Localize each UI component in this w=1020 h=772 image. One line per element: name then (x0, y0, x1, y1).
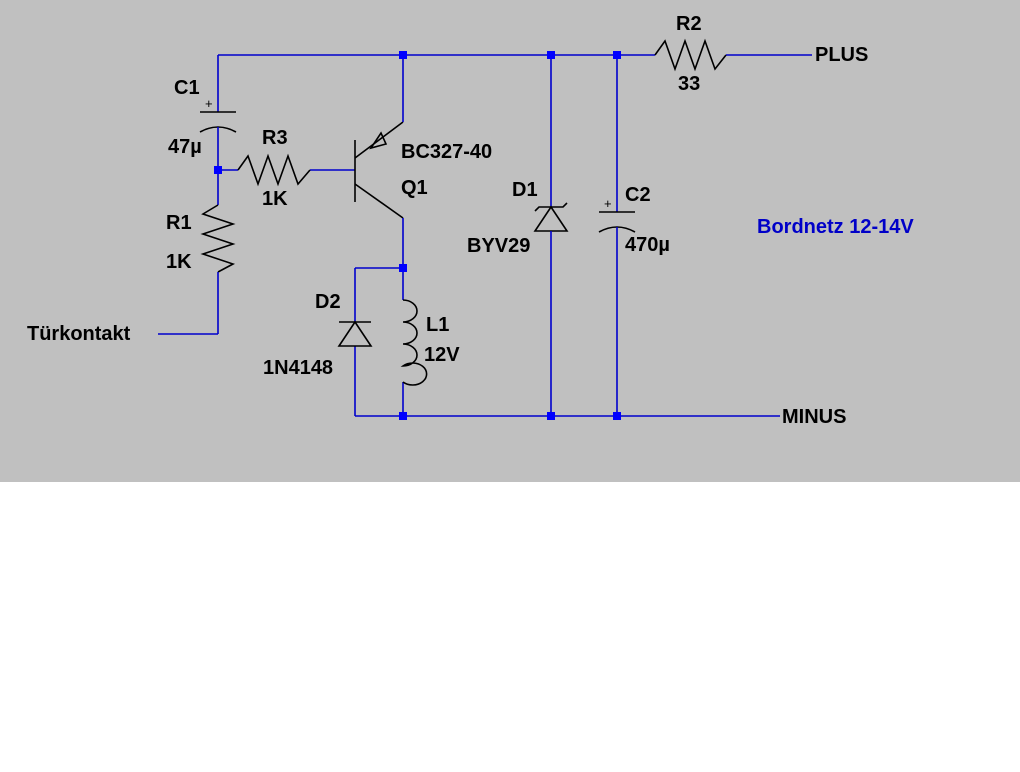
junction-dot (547, 412, 555, 420)
schematic-drawing (158, 38, 812, 420)
diode-d2[interactable] (337, 320, 373, 347)
c1-polarity-mark: + (205, 96, 213, 111)
junctions (214, 51, 621, 420)
c2-value-label: 470µ (625, 234, 670, 256)
d1-name-label: D1 (512, 179, 538, 201)
wire-d2-l1 (354, 267, 404, 416)
q1-value-label: BC327-40 (401, 141, 493, 163)
junction-dot (547, 51, 555, 59)
capacitor-c1[interactable] (199, 111, 237, 170)
junction-dot (613, 412, 621, 420)
diode-d1[interactable] (533, 55, 569, 416)
c2-name-label: C2 (625, 184, 651, 206)
q1-name-label: Q1 (401, 177, 428, 199)
minus-net-label: MINUS (782, 406, 847, 428)
r2-value-label: 33 (678, 73, 701, 95)
junction-dot (399, 412, 407, 420)
supply-note: Bordnetz 12-14V (757, 216, 914, 238)
empty-area (0, 482, 1020, 772)
d1-value-label: BYV29 (467, 235, 531, 257)
inductor-l1[interactable] (400, 299, 428, 386)
r2-name-label: R2 (676, 13, 702, 35)
c2-polarity-mark: + (604, 196, 612, 211)
r1-name-label: R1 (166, 212, 192, 234)
r3-name-label: R3 (262, 127, 288, 149)
schematic-canvas[interactable]: + + R2 33 PLUS C1 47µ R3 1K BC327-40 Q1 … (0, 0, 1020, 482)
capacitor-c2[interactable] (598, 55, 636, 416)
r1-value-label: 1K (166, 251, 192, 273)
transistor-q1[interactable] (354, 55, 404, 268)
resistor-r3[interactable] (237, 153, 311, 187)
d2-value-label: 1N4148 (263, 357, 334, 379)
l1-name-label: L1 (426, 314, 450, 336)
c1-name-label: C1 (174, 77, 200, 99)
plus-net-label: PLUS (815, 44, 869, 66)
input-net-label: Türkontakt (27, 323, 131, 345)
d2-name-label: D2 (315, 291, 341, 313)
junction-dot (214, 166, 222, 174)
junction-dot (399, 264, 407, 272)
junction-dot (613, 51, 621, 59)
plus-rail-wire (217, 54, 812, 112)
r3-value-label: 1K (262, 188, 288, 210)
junction-dot (399, 51, 407, 59)
resistor-r2[interactable] (654, 38, 727, 72)
l1-value-label: 12V (424, 344, 460, 366)
c1-value-label: 47µ (168, 136, 202, 158)
resistor-r1[interactable] (158, 204, 236, 335)
